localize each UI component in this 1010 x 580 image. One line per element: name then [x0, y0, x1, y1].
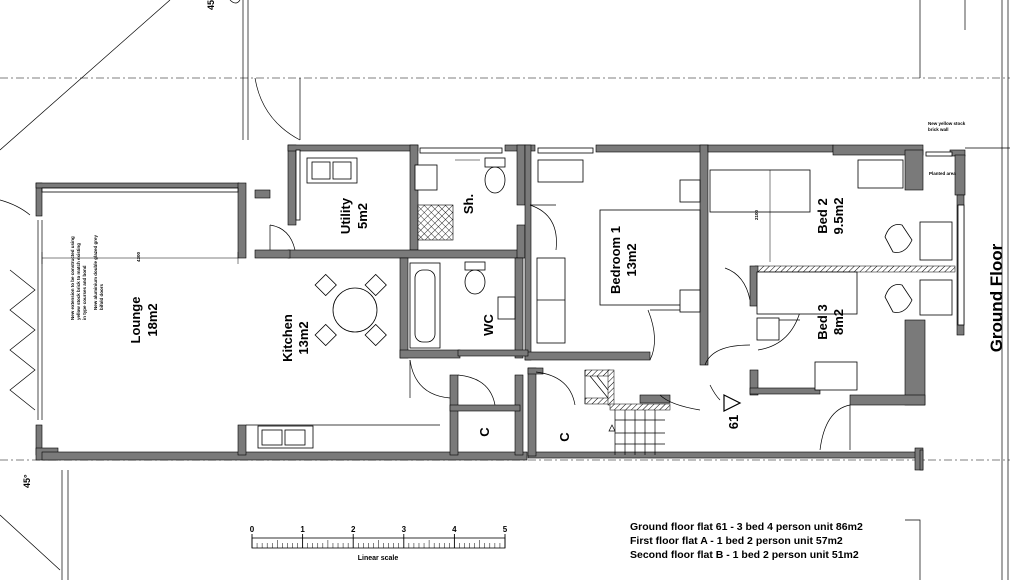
stairs — [584, 369, 671, 455]
angle-bottom: 45° — [22, 474, 32, 488]
wc-name: WC — [481, 314, 496, 336]
cupboard-label-1: C — [477, 427, 492, 437]
kitchen-area: 13m2 — [296, 321, 311, 354]
flat-entry-number: 61 — [726, 415, 741, 429]
linear-scale: 0 1 2 3 4 5 Linear scale — [250, 525, 508, 562]
shower-name: Sh. — [461, 194, 476, 214]
kitchen-name: Kitchen — [280, 314, 295, 362]
lounge-dimension: 4300 — [136, 251, 141, 262]
extension-note-1: New extension to be constructed using — [70, 236, 75, 320]
bedroom1-area: 13m2 — [624, 243, 639, 276]
bed2-area: 9.5m2 — [831, 198, 846, 235]
entry-arrow-icon — [723, 394, 742, 412]
bed3-area: 8m2 — [831, 309, 846, 335]
bed3-name: Bed 3 — [815, 304, 830, 339]
windows — [9, 147, 965, 420]
new-wall-note-1: New yellow stock — [928, 121, 966, 126]
door-note-1: New aluminium double glazed grey — [93, 234, 98, 310]
new-wall-note-2: brick wall — [928, 127, 949, 132]
annotations: New yellow stock brick wall Planted area… — [22, 0, 1006, 488]
extension-note-2: yellow stock brick to match existing — [76, 243, 81, 320]
angle-top: 45° — [206, 0, 216, 10]
scale-tick-1: 1 — [300, 525, 305, 534]
scale-tick-5: 5 — [503, 525, 508, 534]
utility-name: Utility — [338, 197, 353, 234]
unit-schedule: Ground floor flat 61 - 3 bed 4 person un… — [630, 521, 863, 561]
scale-label: Linear scale — [358, 555, 399, 562]
room-labels: Lounge 18m2 Kitchen 13m2 Utility 5m2 Sh.… — [128, 194, 846, 442]
scale-tick-0: 0 — [250, 525, 255, 534]
bed-dimension: 2100 — [754, 209, 759, 220]
bedroom1-name: Bedroom 1 — [608, 226, 623, 294]
schedule-line-2: First floor flat A - 1 bed 2 person unit… — [630, 535, 843, 547]
scale-tick-4: 4 — [452, 525, 457, 534]
cupboard-label-2: C — [557, 432, 572, 442]
lounge-area: 18m2 — [145, 303, 160, 336]
bed2-name: Bed 2 — [815, 198, 830, 233]
furniture — [41, 157, 953, 449]
schedule-line-1: Ground floor flat 61 - 3 bed 4 person un… — [630, 521, 863, 533]
scale-tick-3: 3 — [402, 525, 407, 534]
utility-area: 5m2 — [355, 203, 370, 229]
planted-area-note: Planted area — [929, 171, 956, 176]
extension-note-3: in type courses and bond — [82, 265, 87, 320]
scale-tick-2: 2 — [351, 525, 356, 534]
door-note-2: bifold doors — [99, 284, 104, 310]
lounge-name: Lounge — [128, 297, 143, 344]
schedule-line-3: Second floor flat B - 1 bed 2 person uni… — [630, 549, 859, 561]
drawing-title: Ground Floor — [987, 243, 1006, 352]
